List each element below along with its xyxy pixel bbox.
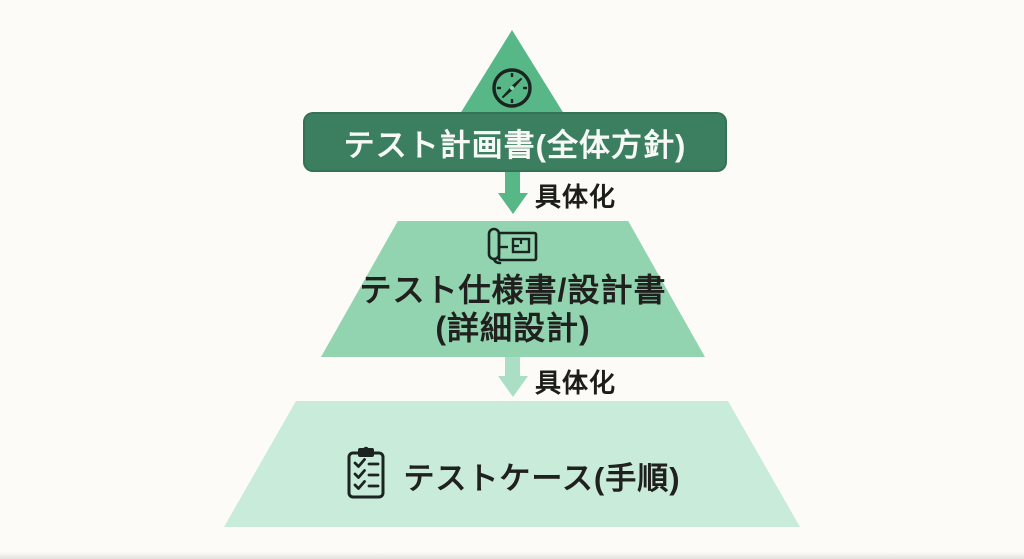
level-test-spec-label-line1: テスト仕様書/設計書	[359, 272, 667, 308]
down-arrow-1	[505, 170, 520, 194]
down-arrow-2-head	[498, 376, 528, 397]
down-arrow-1-head	[498, 193, 528, 214]
bottom-edge-shadow	[0, 552, 1024, 559]
arrow-1-label: 具体化	[535, 182, 617, 212]
blueprint-icon	[484, 226, 542, 271]
arrow-2-label: 具体化	[535, 368, 617, 398]
level-test-spec-label-line2: (詳細設計)	[435, 310, 591, 346]
down-arrow-2	[505, 357, 520, 377]
checklist-clipboard-icon	[343, 446, 389, 505]
level-test-case-content: テストケース(手順)	[224, 446, 800, 505]
level-test-case-trapezoid	[224, 401, 800, 527]
level-test-case-label: テストケース(手順)	[403, 461, 681, 496]
level-test-spec-content: テスト仕様書/設計書 (詳細設計)	[321, 226, 705, 347]
compass-icon	[489, 65, 535, 111]
level-test-plan-banner: テスト計画書(全体方針)	[303, 112, 727, 172]
level-test-plan-label: テスト計画書(全体方針)	[343, 127, 687, 163]
